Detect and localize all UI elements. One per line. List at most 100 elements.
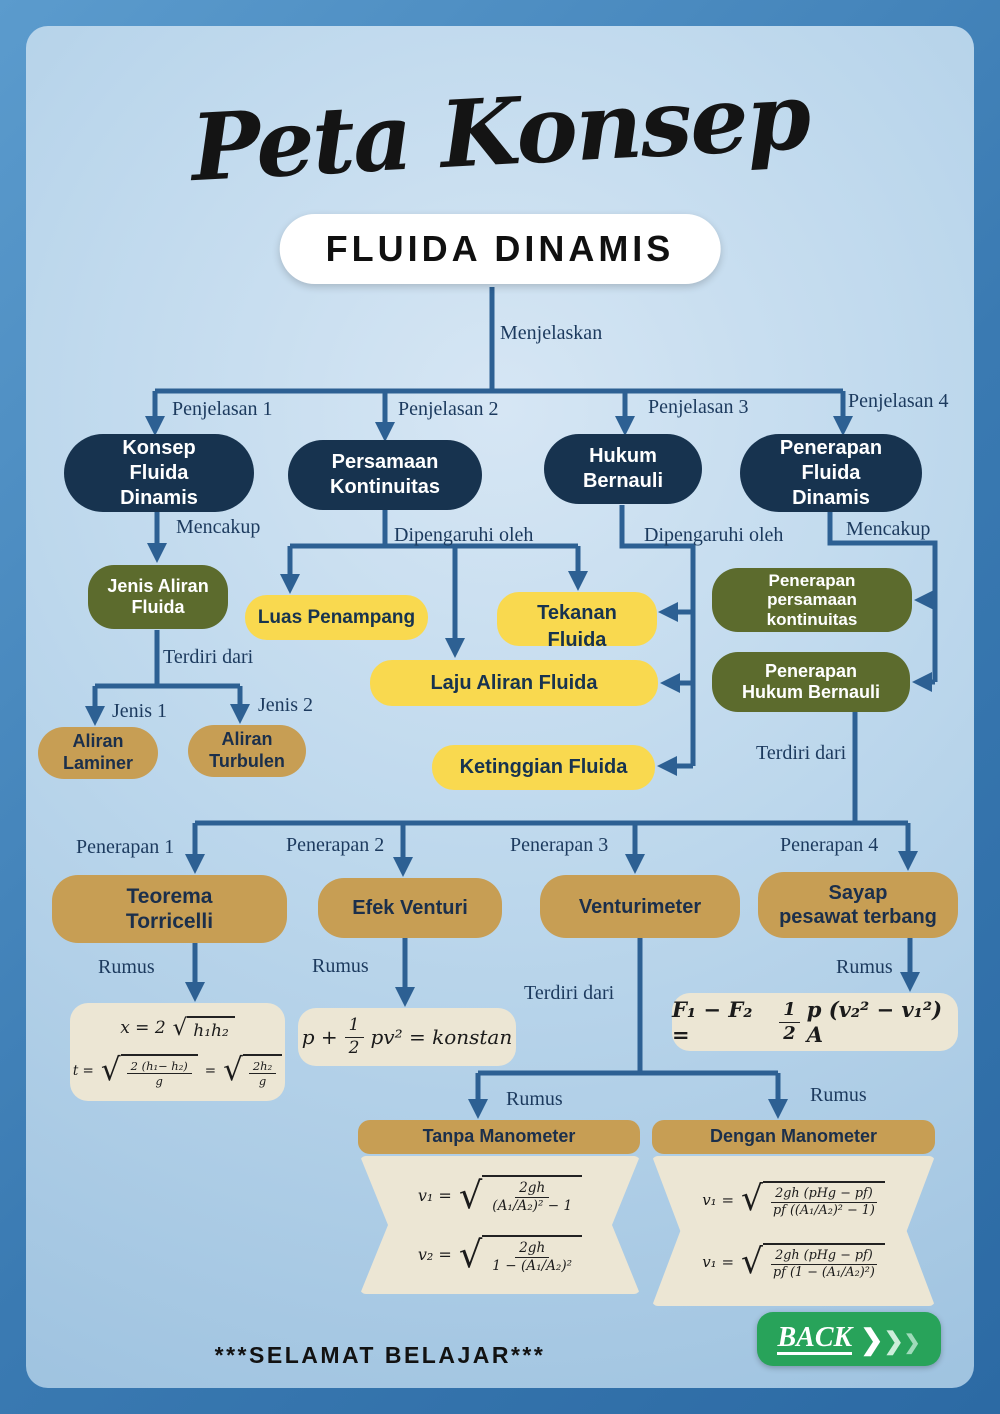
sqrt-icon: √ [172, 1014, 188, 1041]
subtitle-text: FLUIDA DINAMIS [325, 228, 675, 269]
formula-tanpa-v1: v₁ = √ 2gh(A₁/A₂)² − 1 [417, 1173, 583, 1217]
edge-label-mencakup-konsep: Mencakup [176, 516, 261, 538]
node-tanpa-manometer: Tanpa Manometer [358, 1120, 640, 1154]
formula-text: = [204, 1062, 217, 1079]
chevron-icon: ❯ [860, 1323, 884, 1355]
edge-label-terdiri-venturimeter: Terdiri dari [524, 982, 615, 1004]
formula-text: 2gh [515, 1180, 550, 1199]
edge-label-jenis-2: Jenis 2 [258, 694, 313, 716]
formula-text: v₁ = [702, 1253, 735, 1272]
edge-label-penerapan-3: Penerapan 3 [510, 834, 609, 856]
edge-label-terdiri-jenis: Terdiri dari [163, 646, 254, 668]
formula-text: 2gh (pHg − pf) [771, 1248, 877, 1266]
formula-text: t = [72, 1062, 94, 1079]
radical: √ 2 (h₁− h₂)g [100, 1051, 198, 1089]
node-teorema-torricelli: Teorema Torricelli [52, 875, 287, 943]
formula-text: 2 (h₁− h₂) [126, 1059, 192, 1074]
edge-label-menjelaskan: Menjelaskan [500, 322, 603, 344]
node-aliran-laminer: Aliran Laminer [38, 727, 158, 779]
node-dengan-manometer: Dengan Manometer [652, 1120, 935, 1154]
formula-text: F₁ − F₂ = [672, 997, 753, 1047]
edge-label-penjelasan-3: Penjelasan 3 [648, 396, 749, 418]
formula-text: 1 [344, 1015, 364, 1038]
formula-text: p (v₂² − v₁²) A [806, 997, 942, 1047]
node-hukum-bernauli: Hukum Bernauli [544, 434, 702, 504]
node-jenis-aliran-fluida: Jenis Aliran Fluida [88, 565, 228, 629]
formula-text: pf (1 − (A₁/A₂)²) [773, 1265, 875, 1281]
formula-text: v₁ = [417, 1185, 452, 1205]
formula-text: 2 [348, 1037, 360, 1058]
formula-torricelli-x: x = 2 √h₁h₂ [120, 1014, 235, 1041]
formula-text: 1 [779, 999, 800, 1023]
formula-text: pf ((A₁/A₂)² − 1) [773, 1202, 875, 1218]
edge-label-dipengaruhi-kontinuitas: Dipengaruhi oleh [394, 524, 534, 546]
node-ketinggian-fluida: Ketinggian Fluida [432, 745, 655, 790]
node-tekanan-fluida: Tekanan Fluida [497, 592, 657, 651]
formula-text: 2 [783, 1022, 796, 1044]
formula-text: pv² = konstan [370, 1025, 513, 1049]
formula-text: h₁h₂ [193, 1020, 229, 1041]
back-label: BACK [777, 1322, 853, 1356]
edge-label-mencakup-penerapan: Mencakup [846, 518, 931, 540]
sqrt-icon: √ [458, 1173, 483, 1217]
formula-text: 2gh (pHg − pf) [771, 1186, 877, 1203]
sqrt-icon: √ [458, 1233, 483, 1277]
node-penerapan-persamaan-kontinuitas: Penerapan persamaan kontinuitas [712, 568, 912, 632]
edge-label-penjelasan-1: Penjelasan 1 [172, 398, 273, 420]
sqrt-icon: √ [741, 1241, 764, 1282]
node-persamaan-kontinuitas: Persamaan Kontinuitas [288, 440, 482, 510]
formula-text: v₁ = [702, 1190, 735, 1209]
edge-label-penjelasan-2: Penjelasan 2 [398, 398, 499, 420]
edge-label-terdiri-penerapan: Terdiri dari [756, 742, 847, 764]
edge-label-rumus-venturi: Rumus [312, 955, 369, 977]
node-laju-aliran-fluida: Laju Aliran Fluida [370, 660, 658, 706]
sqrt-icon: √ [741, 1179, 764, 1220]
node-penerapan-hukum-bernauli: Penerapan Hukum Bernauli [712, 652, 910, 712]
edge-label-dipengaruhi-bernauli: Dipengaruhi oleh [644, 524, 784, 546]
node-venturimeter: Venturimeter [540, 875, 740, 938]
node-sayap-pesawat-terbang: Sayap pesawat terbang [758, 872, 958, 938]
edge-label-penerapan-1: Penerapan 1 [76, 836, 175, 858]
sqrt-icon: √ [100, 1051, 121, 1088]
node-luas-penampang: Luas Penampang [245, 595, 428, 640]
formula-text: g [155, 1073, 163, 1088]
chevron-icon: ❯ [903, 1331, 921, 1354]
back-button[interactable]: BACK ❯❯❯ [757, 1312, 941, 1366]
edge-label-penjelasan-4: Penjelasan 4 [848, 390, 949, 412]
edge-label-rumus-dengan: Rumus [810, 1084, 867, 1106]
edge-label-penerapan-2: Penerapan 2 [286, 834, 385, 856]
radical: √h₁h₂ [172, 1014, 235, 1041]
radical: √ 2gh(A₁/A₂)² − 1 [458, 1173, 583, 1217]
formula-dengan-v1a: v₁ = √ 2gh (pHg − pf)pf ((A₁/A₂)² − 1) [702, 1179, 885, 1220]
subtitle-pill: FLUIDA DINAMIS [279, 214, 721, 284]
node-efek-venturi: Efek Venturi [318, 878, 502, 938]
formula-text: g [258, 1073, 267, 1088]
sqrt-icon: √ [223, 1051, 243, 1088]
edge-label-jenis-1: Jenis 1 [112, 700, 167, 722]
formula-text: p + [301, 1025, 338, 1049]
node-konsep-fluida-dinamis: Konsep Fluida Dinamis [64, 434, 254, 512]
edge-label-rumus-sayap: Rumus [836, 956, 893, 978]
formula-text: x = 2 [120, 1018, 166, 1039]
back-chevrons-icon: ❯❯❯ [860, 1323, 920, 1356]
formula-text: v₂ = [417, 1245, 452, 1265]
edge-label-rumus-tanpa: Rumus [506, 1088, 563, 1110]
formula-text: 2gh [515, 1240, 550, 1258]
formula-text: 2h₂ [248, 1059, 277, 1074]
footer-message: ***SELAMAT BELAJAR*** [214, 1342, 546, 1368]
formula-text: (A₁/A₂)² − 1 [492, 1198, 573, 1215]
node-penerapan-fluida-dinamis: Penerapan Fluida Dinamis [740, 434, 922, 512]
formula-dengan-v1b: v₁ = √ 2gh (pHg − pf)pf (1 − (A₁/A₂)²) [702, 1243, 885, 1281]
